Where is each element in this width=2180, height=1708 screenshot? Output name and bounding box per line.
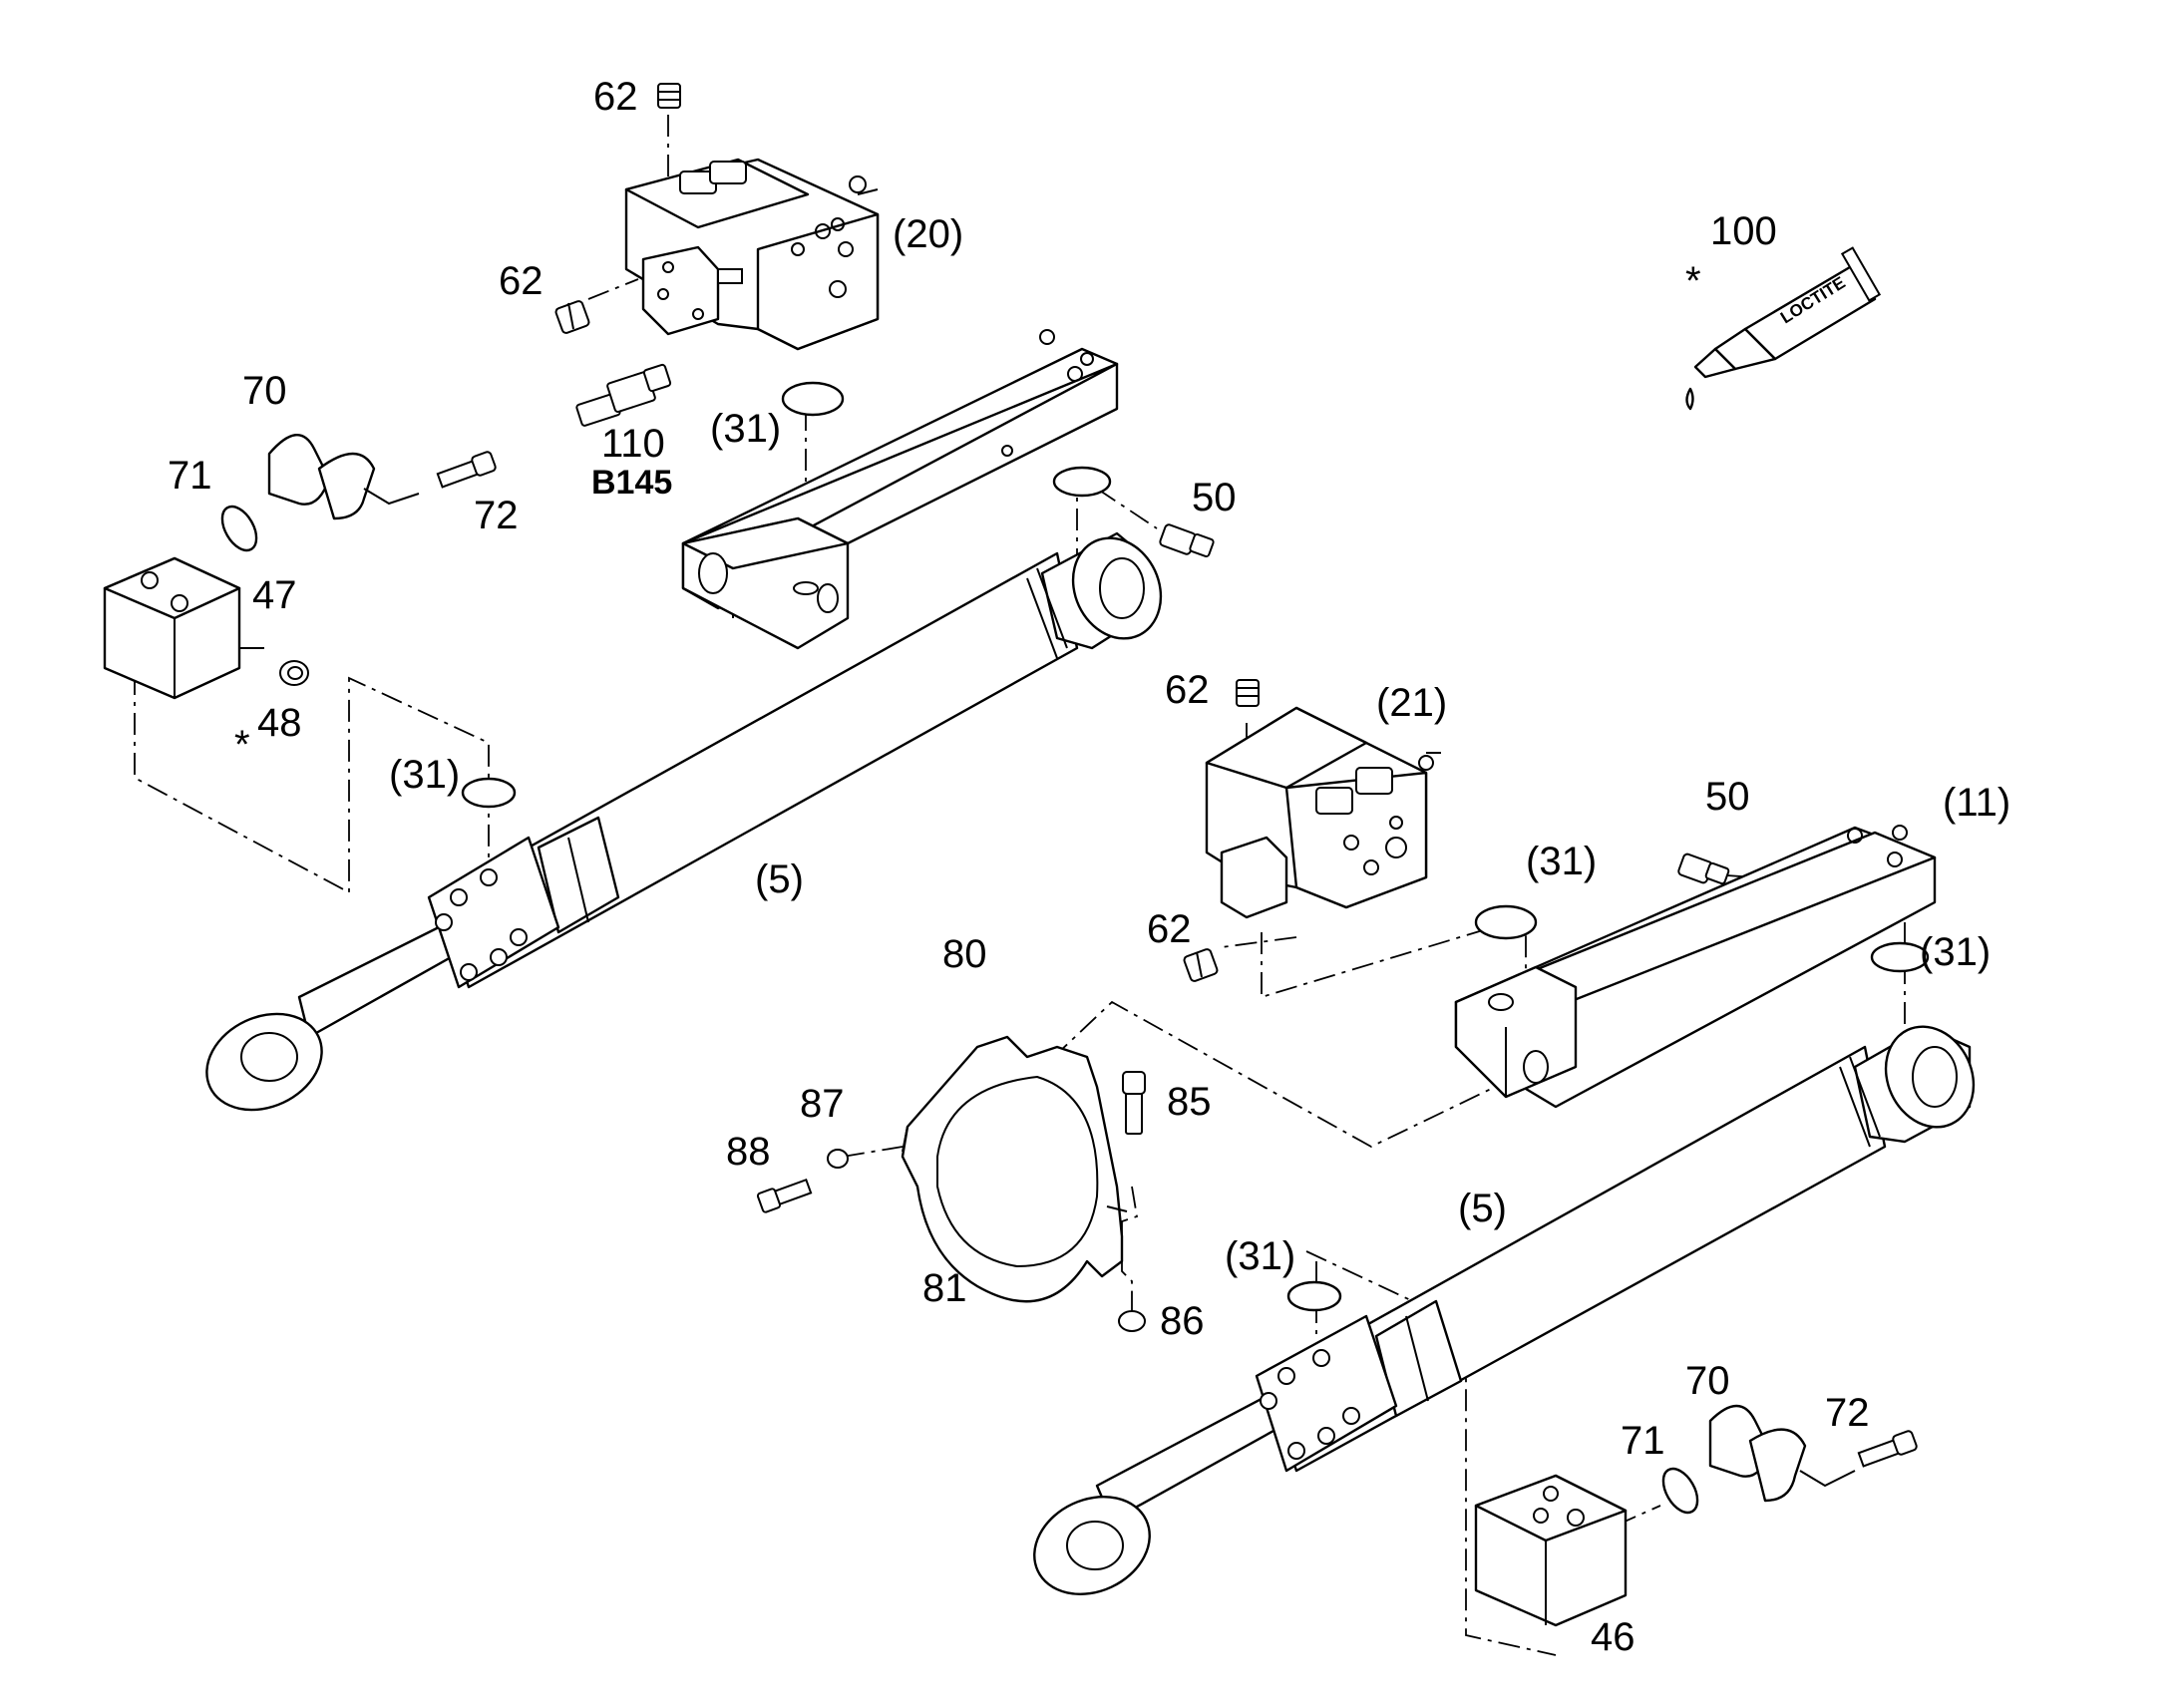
o-ring-31-a bbox=[781, 381, 845, 417]
plug-62-left bbox=[554, 300, 590, 334]
fitting-50-upper bbox=[1159, 523, 1215, 558]
label-21: (21) bbox=[1376, 681, 1447, 725]
label-100: 100 bbox=[1710, 209, 1777, 253]
label-87: 87 bbox=[800, 1082, 845, 1126]
label-31-c: (31) bbox=[389, 753, 460, 797]
label-72-upper: 72 bbox=[474, 494, 519, 537]
o-ring-71-lower bbox=[1661, 1467, 1699, 1515]
o-ring-31-e bbox=[1870, 941, 1930, 973]
o-ring-31-d bbox=[1474, 904, 1538, 940]
label-62-left: 62 bbox=[499, 259, 544, 303]
valve-block-20 bbox=[624, 158, 880, 351]
flange-halves-70-lower bbox=[1708, 1404, 1807, 1503]
mounting-arm-upper bbox=[681, 329, 1119, 650]
part-labels: 62 (20) 62 100 * 70 110 B145 (31) 71 72 … bbox=[168, 75, 2010, 1659]
label-11: (11) bbox=[1943, 781, 2010, 825]
label-110: 110 bbox=[601, 422, 665, 466]
label-81: 81 bbox=[922, 1266, 967, 1310]
cylinder-5-lower bbox=[1033, 1025, 1976, 1595]
label-46: 46 bbox=[1591, 1615, 1635, 1659]
nut-48 bbox=[279, 660, 309, 686]
plug-62-top bbox=[657, 83, 681, 109]
port-block-46 bbox=[1474, 1474, 1628, 1627]
o-ring-31-b bbox=[1052, 466, 1112, 498]
label-62-top: 62 bbox=[593, 75, 638, 119]
label-80: 80 bbox=[942, 932, 987, 976]
label-70-lower: 70 bbox=[1685, 1359, 1730, 1403]
screw-88 bbox=[756, 1178, 813, 1213]
plug-62-lower bbox=[1183, 948, 1219, 982]
label-71-upper: 71 bbox=[168, 454, 212, 498]
screw-72-lower bbox=[1799, 1430, 1918, 1488]
label-62-mid: 62 bbox=[1165, 668, 1210, 712]
label-100-star: * bbox=[1685, 259, 1701, 303]
fitting-50-lower bbox=[1677, 853, 1730, 885]
port-block-47 bbox=[103, 556, 264, 700]
clamp-80-81 bbox=[901, 1035, 1128, 1303]
flange-halves-70-upper bbox=[267, 433, 376, 520]
label-31-e: (31) bbox=[1920, 930, 1991, 974]
label-31-d: (31) bbox=[1526, 840, 1597, 883]
nut-86 bbox=[1118, 1310, 1146, 1332]
label-5-upper: (5) bbox=[755, 857, 804, 901]
label-50-lower: 50 bbox=[1705, 775, 1750, 819]
cylinder-5-upper bbox=[205, 531, 1163, 1112]
label-20: (20) bbox=[893, 212, 963, 256]
label-31-a: (31) bbox=[710, 407, 781, 451]
label-71-lower: 71 bbox=[1621, 1419, 1665, 1463]
washer-87 bbox=[827, 1149, 849, 1169]
label-47: 47 bbox=[252, 573, 297, 617]
label-b145: B145 bbox=[591, 464, 672, 502]
label-85: 85 bbox=[1167, 1080, 1212, 1124]
o-ring-31-f bbox=[1286, 1280, 1342, 1312]
plug-62-mid bbox=[1236, 679, 1260, 707]
label-62-lower: 62 bbox=[1147, 907, 1192, 951]
loctite-tube-100: LOCTITE bbox=[1685, 246, 1882, 411]
label-48-star: * bbox=[234, 723, 250, 767]
label-88: 88 bbox=[726, 1130, 771, 1174]
label-31-f: (31) bbox=[1225, 1234, 1295, 1278]
label-48: 48 bbox=[257, 701, 302, 745]
mounting-arm-11 bbox=[1454, 825, 1937, 1109]
label-70-upper: 70 bbox=[242, 369, 287, 413]
label-86: 86 bbox=[1160, 1299, 1205, 1343]
screw-85 bbox=[1122, 1071, 1146, 1135]
valve-block-21 bbox=[1205, 706, 1441, 919]
o-ring-71-upper bbox=[220, 505, 258, 552]
o-ring-31-c bbox=[461, 777, 517, 809]
label-72-lower: 72 bbox=[1825, 1391, 1870, 1435]
label-50-upper: 50 bbox=[1192, 476, 1237, 519]
screw-72-upper bbox=[363, 451, 497, 506]
pressure-sensor-110 bbox=[575, 363, 672, 427]
label-5-lower: (5) bbox=[1458, 1187, 1507, 1230]
